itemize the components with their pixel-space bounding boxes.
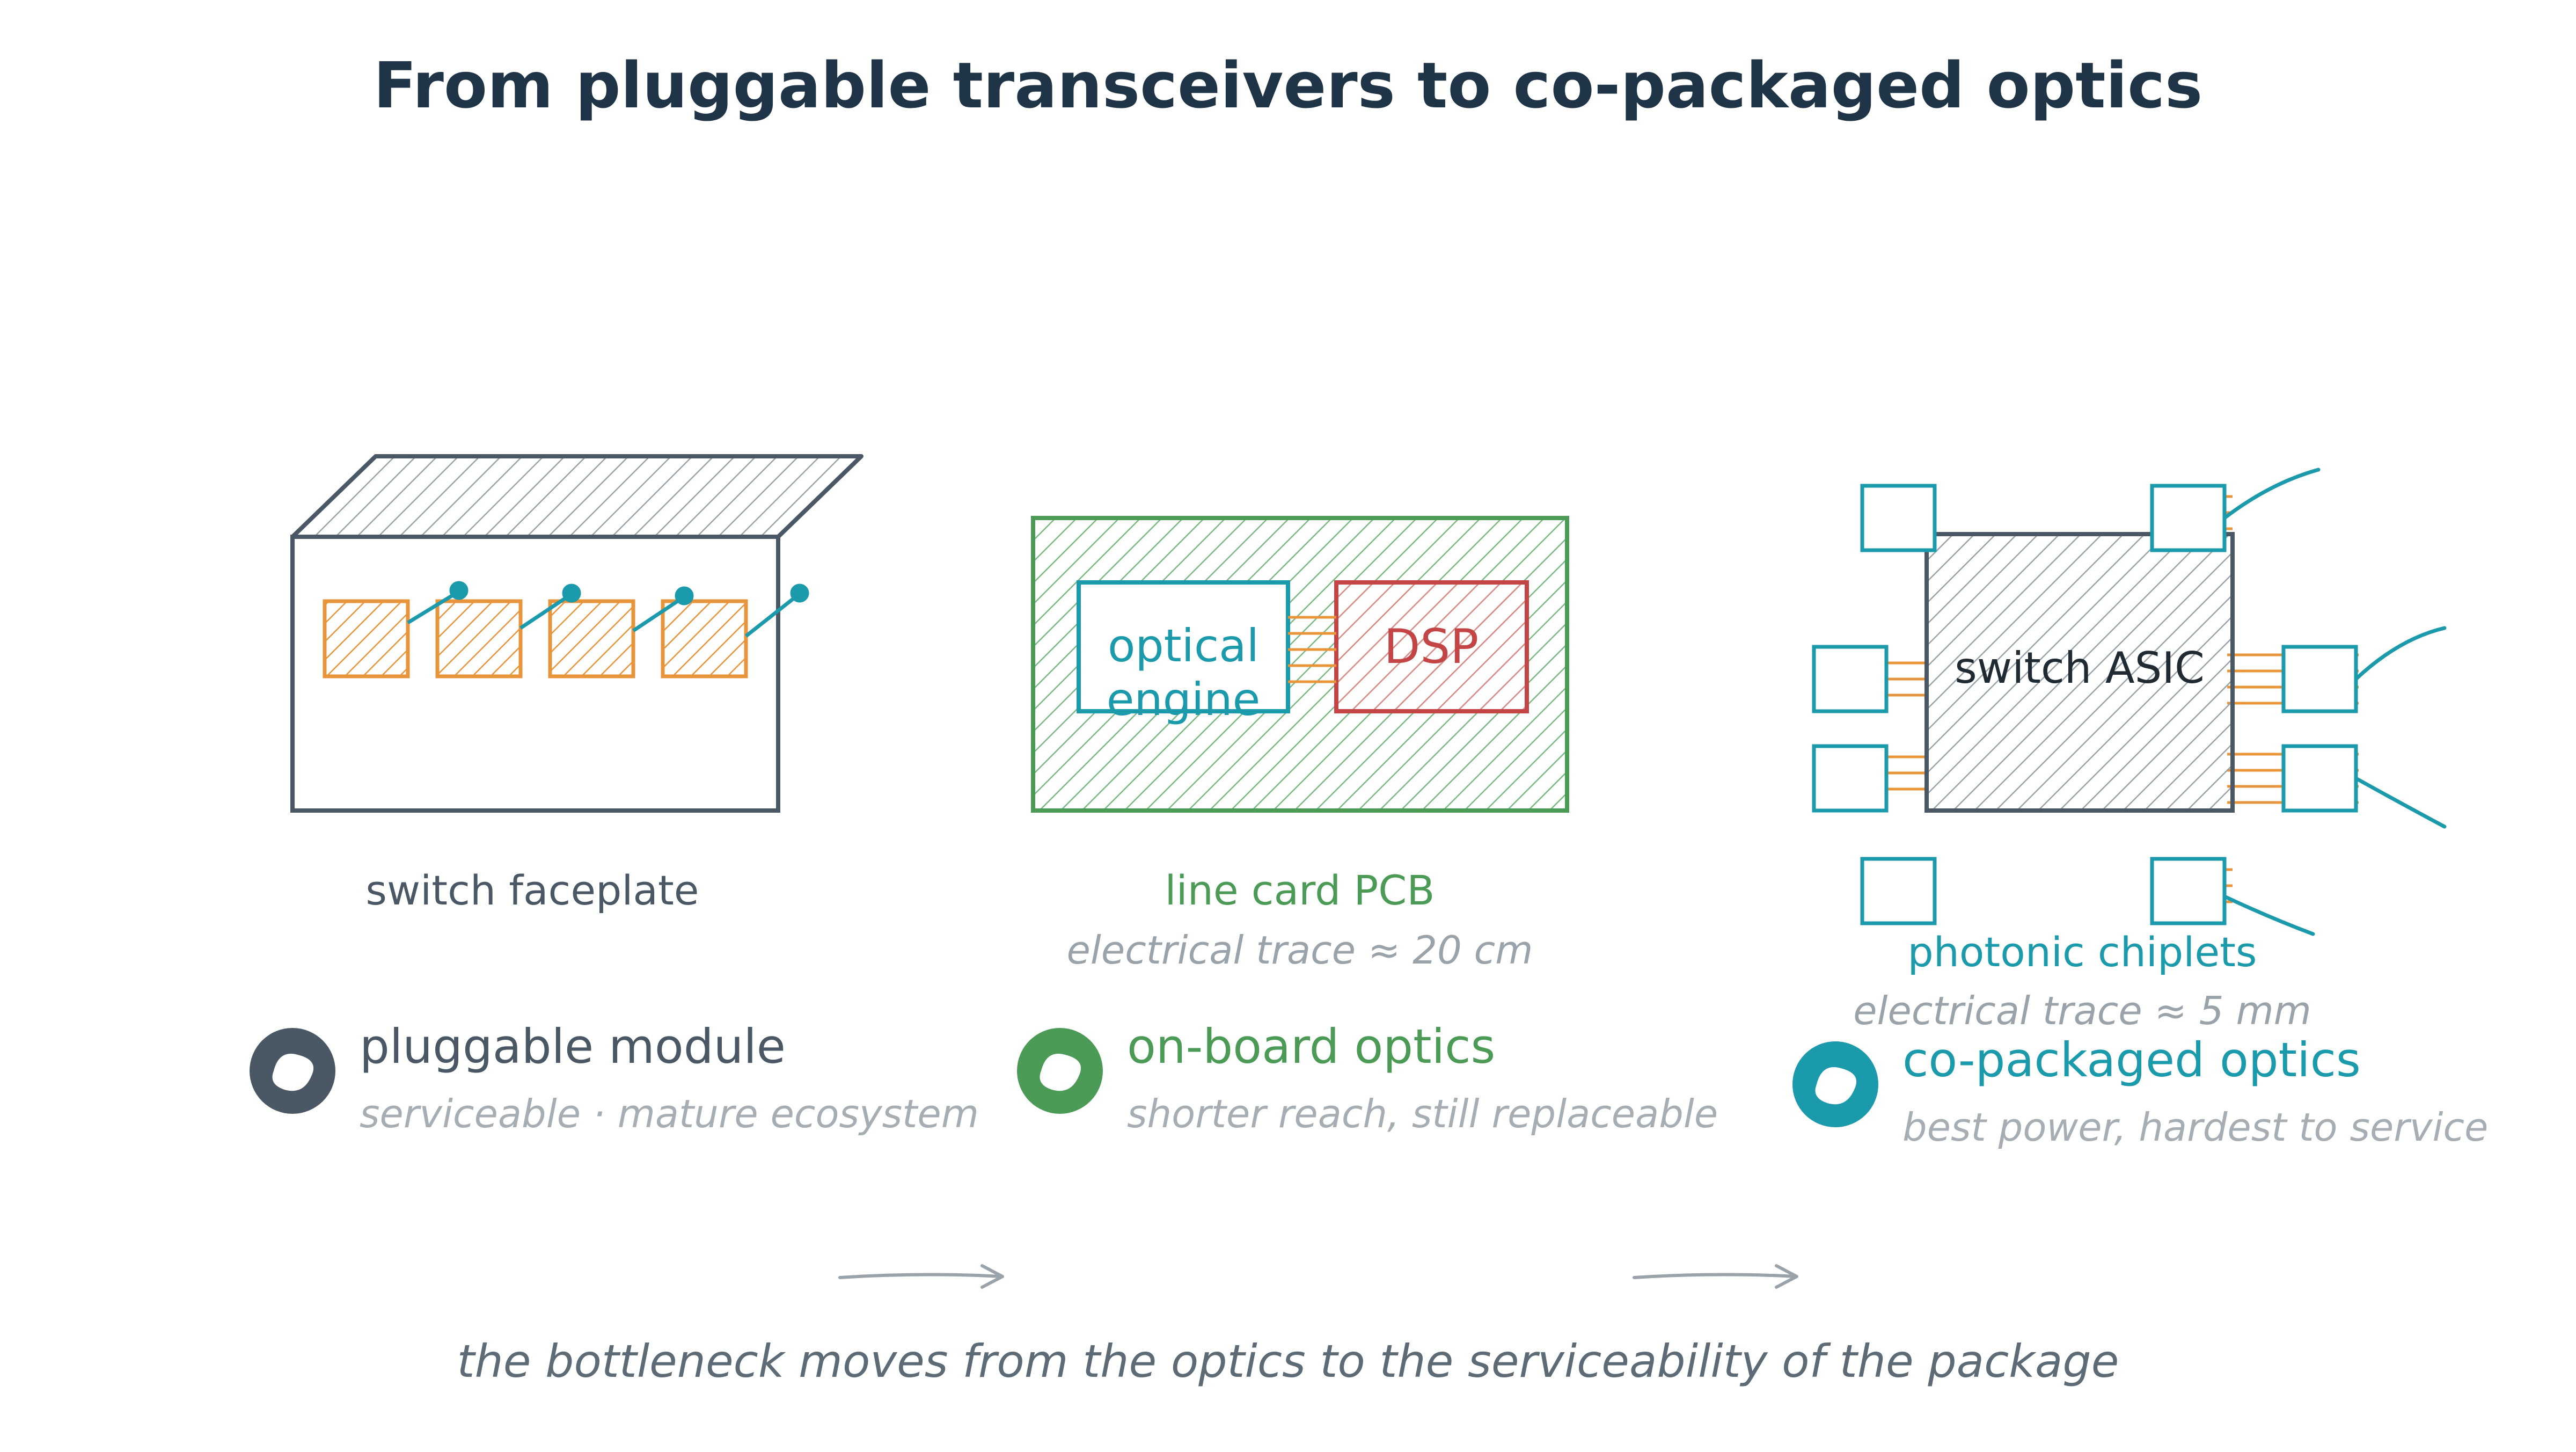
step-2-label: on-board optics xyxy=(1127,1019,1495,1074)
step-3: co-packaged optics best power, hardest t… xyxy=(1792,1032,2488,1150)
co-packaged-diagram: switch ASIC xyxy=(1812,468,2447,936)
switch-faceplate-diagram xyxy=(290,454,863,813)
step-2-marker-scribble xyxy=(1040,1054,1081,1091)
fiber-connector xyxy=(562,583,581,603)
fiber-connector xyxy=(449,581,469,600)
step-3-marker-scribble xyxy=(1815,1067,1857,1105)
pluggable-module xyxy=(323,599,410,678)
switch-faceplate-caption: switch faceplate xyxy=(365,866,699,914)
line-card-diagram: optical engine DSP xyxy=(1031,516,1569,813)
step-3-label: co-packaged optics xyxy=(1902,1032,2361,1088)
photonic-chiplet xyxy=(1860,857,1937,925)
fiber-connector xyxy=(790,583,809,603)
switch-asic xyxy=(1924,532,2235,813)
step-1-label: pluggable module xyxy=(360,1019,786,1074)
optical-engine-label: optical xyxy=(1108,619,1259,672)
arrow-right-icon xyxy=(838,1264,1004,1289)
faceplate-top xyxy=(290,454,863,539)
photonic-chiplet xyxy=(2281,645,2358,713)
photonic-chiplet xyxy=(2150,484,2227,552)
step-2: on-board optics shorter reach, still rep… xyxy=(1017,1019,1718,1136)
step-3-description: best power, hardest to service xyxy=(1902,1105,2488,1150)
line-card-caption: line card PCB xyxy=(1165,866,1435,914)
photonic-chiplets-caption: photonic chiplets xyxy=(1907,928,2257,976)
photonic-chiplet xyxy=(2150,857,2227,925)
fiber-lines xyxy=(2222,468,2447,936)
pluggable-module xyxy=(661,599,748,678)
footer-caption: the bottleneck moves from the optics to … xyxy=(457,1335,2119,1388)
photonic-chiplet xyxy=(1860,484,1937,552)
arrow-right-icon xyxy=(1633,1264,1798,1289)
pluggable-module xyxy=(548,599,635,678)
step-1-description: serviceable · mature ecosystem xyxy=(360,1091,979,1136)
progress-arrows xyxy=(838,1264,1798,1289)
photonic-chiplet xyxy=(2281,744,2358,813)
photonic-chiplet xyxy=(1812,744,1889,813)
pluggable-module xyxy=(435,599,523,678)
electrical-trace-20cm: electrical trace ≈ 20 cm xyxy=(1067,928,1533,973)
photonic-chiplets xyxy=(1812,484,2358,925)
electrical-traces xyxy=(1288,616,1336,683)
pluggable-modules xyxy=(323,599,748,678)
step-1: pluggable module serviceable · mature ec… xyxy=(250,1019,979,1136)
dsp-box xyxy=(1334,580,1529,713)
fiber-connectors xyxy=(407,581,809,638)
optical-engine-box xyxy=(1077,580,1290,713)
step-2-description: shorter reach, still replaceable xyxy=(1127,1091,1718,1136)
photonic-chiplet xyxy=(1812,645,1889,713)
optical-engine-label: engine xyxy=(1107,673,1261,726)
switch-asic-label: switch ASIC xyxy=(1955,643,2205,693)
fiber-connector xyxy=(675,586,694,605)
step-1-marker-scribble xyxy=(272,1054,314,1091)
dsp-label: DSP xyxy=(1384,619,1479,674)
electrical-trace-5mm: electrical trace ≈ 5 mm xyxy=(1853,988,2311,1033)
page-title: From pluggable transceivers to co-packag… xyxy=(374,48,2203,122)
